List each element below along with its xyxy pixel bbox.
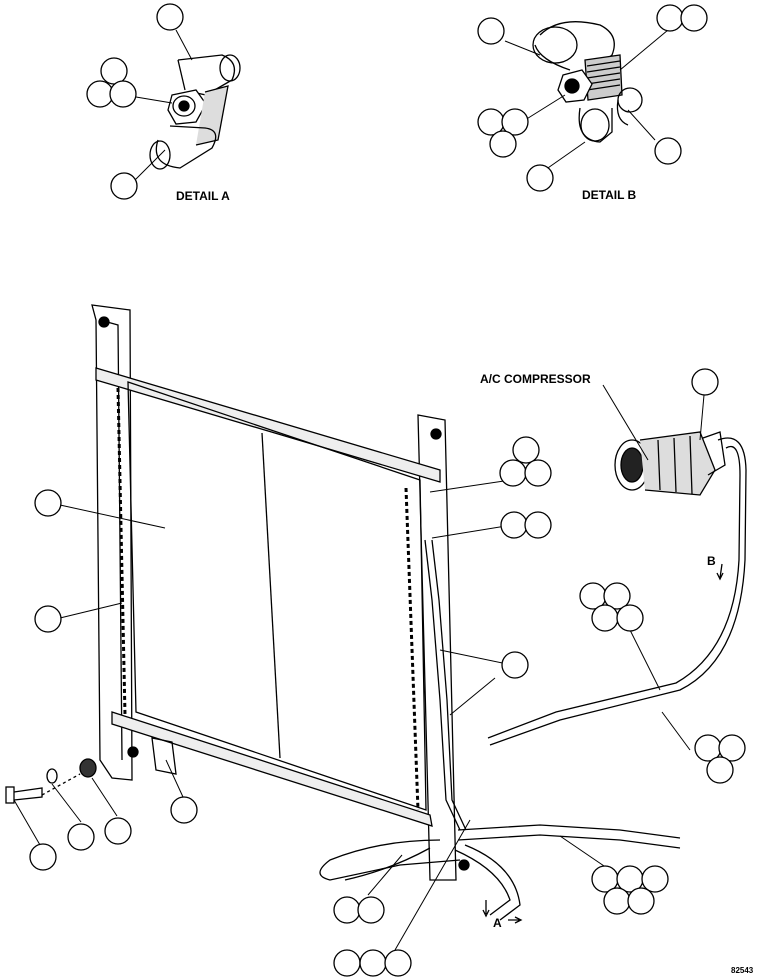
callout-circle — [29, 843, 57, 871]
callout-circles — [29, 3, 746, 977]
marker-b-label: B — [707, 554, 716, 568]
callout-circle — [603, 582, 631, 610]
detail-b-label: DETAIL B — [582, 188, 637, 202]
detail-a-label: DETAIL A — [176, 189, 230, 203]
callout-circle — [34, 605, 62, 633]
callout-circle — [603, 887, 631, 915]
callout-circle — [100, 57, 128, 85]
callout-circle — [499, 459, 527, 487]
callout-circle — [110, 172, 138, 200]
callout-circle — [333, 896, 361, 924]
callout-circle — [501, 108, 529, 136]
callout-circle — [357, 896, 385, 924]
callout-circle — [718, 734, 746, 762]
callout-circle — [109, 80, 137, 108]
callout-circle — [501, 651, 529, 679]
marker-a-label: A — [493, 916, 502, 930]
callout-circle — [524, 511, 552, 539]
callout-circle — [691, 368, 719, 396]
callout-circle — [680, 4, 708, 32]
callout-circle — [104, 817, 132, 845]
compressor-label: A/C COMPRESSOR — [480, 372, 591, 386]
hardware-stack — [5, 758, 97, 804]
callout-circle — [500, 511, 528, 539]
callout-circle — [656, 4, 684, 32]
callout-circle — [86, 80, 114, 108]
callout-circle — [591, 604, 619, 632]
callout-circle — [706, 756, 734, 784]
detail-a-drawing — [149, 54, 241, 170]
callout-circle — [156, 3, 184, 31]
callout-circle — [489, 130, 517, 158]
callout-circle — [67, 823, 95, 851]
callout-circle — [170, 796, 198, 824]
compressor-drawing — [614, 431, 726, 496]
detail-b-drawing — [532, 21, 643, 143]
callout-circle — [512, 436, 540, 464]
figure-id: 82543 — [731, 966, 754, 975]
callout-circle — [359, 949, 387, 977]
view-arrows — [482, 563, 724, 924]
leader-lines — [13, 29, 705, 951]
callout-circle — [524, 459, 552, 487]
callout-circle — [526, 164, 554, 192]
callout-circle — [384, 949, 412, 977]
callout-circle — [627, 887, 655, 915]
callout-circle — [641, 865, 669, 893]
callout-circle — [654, 137, 682, 165]
callout-circle — [333, 949, 361, 977]
condenser-assembly — [91, 304, 470, 881]
callout-circle — [34, 489, 62, 517]
hose-lines — [319, 437, 747, 921]
callout-circle — [477, 17, 505, 45]
callout-circle — [616, 604, 644, 632]
